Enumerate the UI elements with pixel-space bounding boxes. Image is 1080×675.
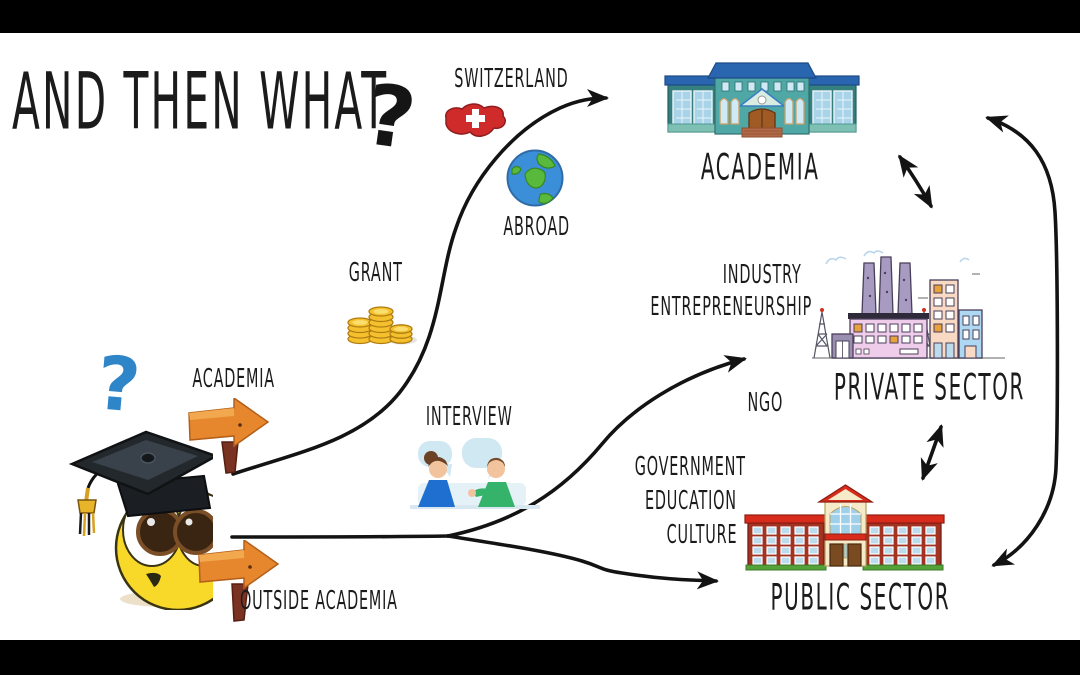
switzerland-map-icon — [445, 103, 506, 137]
signpost-academia-label: ACADEMIA — [192, 364, 275, 395]
tag-ngo: NGO — [747, 388, 783, 419]
letterbox-bottom — [0, 640, 1080, 675]
destination-public-label: PUBLIC SECTOR — [770, 576, 951, 619]
signpost-outside-academia-label: OUTSIDE ACADEMIA — [240, 586, 398, 617]
tag-culture: CULTURE — [666, 520, 737, 551]
tag-government: GOVERNMENT — [634, 452, 746, 483]
tag-education: EDUCATION — [645, 486, 737, 517]
line-outside-trunk — [230, 534, 450, 539]
globe-icon — [506, 149, 564, 207]
academia-building-icon — [664, 62, 860, 138]
title-text: AND THEN WHAT — [12, 56, 389, 147]
coins-icon — [347, 306, 417, 345]
tag-industry: INDUSTRY — [723, 260, 802, 291]
factory-icon — [812, 250, 1005, 359]
interview-icon — [410, 438, 540, 509]
letterbox-top — [0, 0, 1080, 33]
signpost-academia-icon — [188, 398, 270, 474]
switzerland-label: SWITZERLAND — [454, 64, 569, 95]
arrow-academia-private — [898, 154, 933, 209]
arrow-private-public — [920, 424, 944, 481]
signpost-outside-academia-icon — [198, 540, 280, 622]
destination-academia-label: ACADEMIA — [700, 146, 820, 189]
grant-label: GRANT — [349, 258, 403, 289]
page-title: AND THEN WHAT — [12, 56, 432, 147]
destination-private-label: PRIVATE SECTOR — [833, 366, 1026, 409]
abroad-label: ABROAD — [503, 212, 570, 243]
interview-label: INTERVIEW — [425, 402, 513, 433]
public-building-icon — [744, 484, 945, 571]
graduate-emoji-icon — [68, 430, 213, 610]
tag-entrepreneurship: ENTREPRENEURSHIP — [650, 292, 813, 323]
